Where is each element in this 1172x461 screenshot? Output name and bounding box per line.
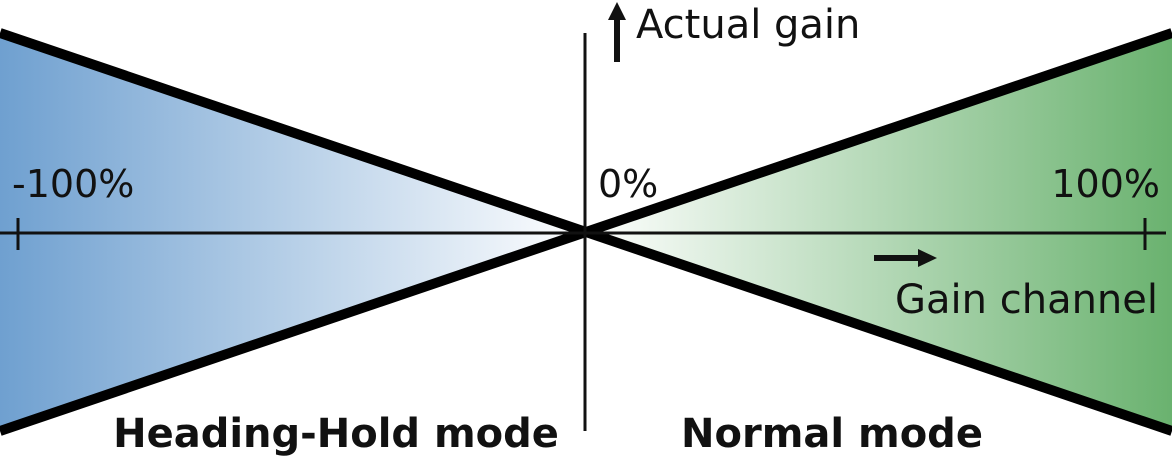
normal-mode-label: Normal mode	[681, 411, 983, 457]
y-axis-arrowhead-icon	[608, 2, 626, 20]
x-axis-arrowhead-icon	[918, 249, 937, 267]
heading-hold-mode-label: Heading-Hold mode	[113, 411, 559, 457]
y-axis-label: Actual gain	[636, 2, 860, 48]
x-axis-label: Gain channel	[895, 277, 1158, 323]
tick-center-label: 0%	[598, 162, 658, 206]
tick-right-label: 100%	[1051, 162, 1160, 206]
tick-left-label: -100%	[12, 162, 134, 206]
